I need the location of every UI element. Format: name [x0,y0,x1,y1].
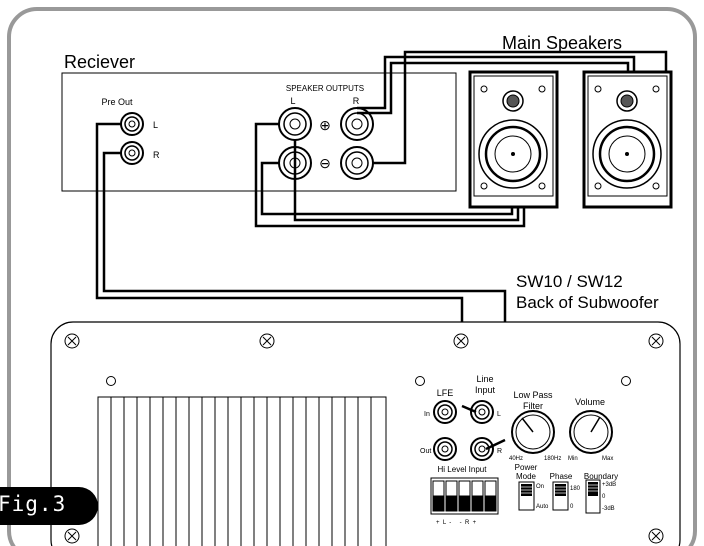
pm-auto-label: Auto [536,504,549,510]
low-pass-knob [511,410,555,454]
line-r-label: R [497,448,502,455]
hi-level-pins: + L - - R + [436,520,477,526]
line-l-label: L [497,411,501,418]
speaker-wires [254,50,668,228]
speaker-out-r-minus [340,146,374,180]
power-mode-label-2: Mode [516,472,537,481]
volume-knob [569,410,613,454]
right-main-speaker [582,70,673,209]
speaker-outputs-label: SPEAKER OUTPUTS [286,84,364,93]
pre-out-l-jack [120,112,144,136]
pre-out-l-label: L [153,120,158,130]
ph-180-label: 180 [570,486,581,492]
line-input-label-1: Line [476,374,493,384]
spk-l-label: L [290,96,295,106]
lp-min-label: 40Hz [509,456,523,462]
volume-label: Volume [575,397,605,407]
pm-on-label: On [536,484,544,490]
pre-out-r-label: R [153,150,160,160]
receiver-label: Reciever [64,52,135,72]
heat-sink [97,396,387,546]
vol-min-label: Min [568,456,578,462]
bd-p3-label: +3dB [602,482,616,488]
power-mode-switch [518,481,535,511]
lfe-label: LFE [437,388,454,398]
left-main-speaker [468,70,559,209]
ph-0-label: 0 [570,504,574,510]
spk-r-label: R [353,96,360,106]
receiver-box [61,72,457,192]
vol-max-label: Max [602,456,613,462]
pre-out-label: Pre Out [101,97,133,107]
line-input-label-2: Input [475,385,496,395]
figure-badge-text: Fig.3 [0,492,67,516]
rca-plug-ends [461,404,506,451]
main-speakers-label: Main Speakers [502,33,622,53]
bd-m3-label: -3dB [602,506,615,512]
sub-model-label: SW10 / SW12 [516,272,623,291]
hi-level-label: Hi Level Input [438,465,488,474]
plus-symbol: ⊕ [319,117,331,133]
phase-label: Phase [550,472,573,481]
outer-frame [7,7,697,546]
lp-max-label: 180Hz [544,456,561,462]
screw-crosses [67,336,661,541]
minus-symbol: ⊖ [319,155,331,171]
sub-jacks [433,400,494,461]
bd-0-label: 0 [602,494,606,500]
boundary-label: Boundary [584,472,618,481]
power-mode-label-1: Power [515,463,538,472]
pre-out-r-jack [120,141,144,165]
hi-level-terminal [430,477,499,515]
boundary-switch [585,479,601,514]
speaker-out-l-plus [278,107,312,141]
lfe-out-label: Out [420,448,431,455]
lfe-in-label: In [424,411,430,418]
low-pass-label-2: Filter [523,401,543,411]
figure-badge: Fig.3 [0,487,98,525]
phase-switch [552,481,569,511]
low-pass-label-1: Low Pass [513,390,553,400]
sub-back-label: Back of Subwoofer [516,293,659,312]
